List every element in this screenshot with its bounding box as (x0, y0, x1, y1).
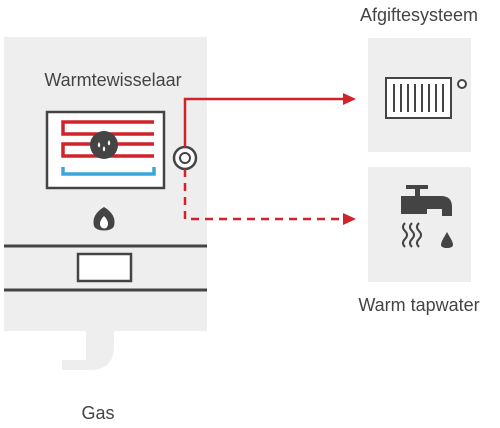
hot-tap-water (368, 167, 471, 282)
emission-system (368, 38, 471, 152)
radiator-icon (385, 77, 467, 119)
heating-flow-arrow (183, 93, 356, 147)
cold-coil (61, 167, 156, 176)
tap-water-flow-arrow (183, 169, 356, 225)
gas-pipe (86, 331, 104, 360)
hot-tap-water-label: Warm tapwater (358, 295, 479, 315)
heat-exchanger (45, 110, 166, 190)
water-drop-icon (441, 232, 453, 248)
emission-system-label: Afgiftesysteem (360, 5, 478, 25)
boiler: Warmtewisselaar (4, 37, 207, 331)
flame-icon (93, 207, 115, 231)
gas-pipe-bend (62, 331, 114, 370)
boiler-label: Warmtewisselaar (44, 70, 181, 90)
boiler-display (76, 252, 133, 283)
valve-icon (172, 145, 198, 171)
water-drops-icon (90, 131, 118, 159)
faucet-icon (401, 185, 453, 248)
gas-label: Gas (81, 403, 114, 423)
